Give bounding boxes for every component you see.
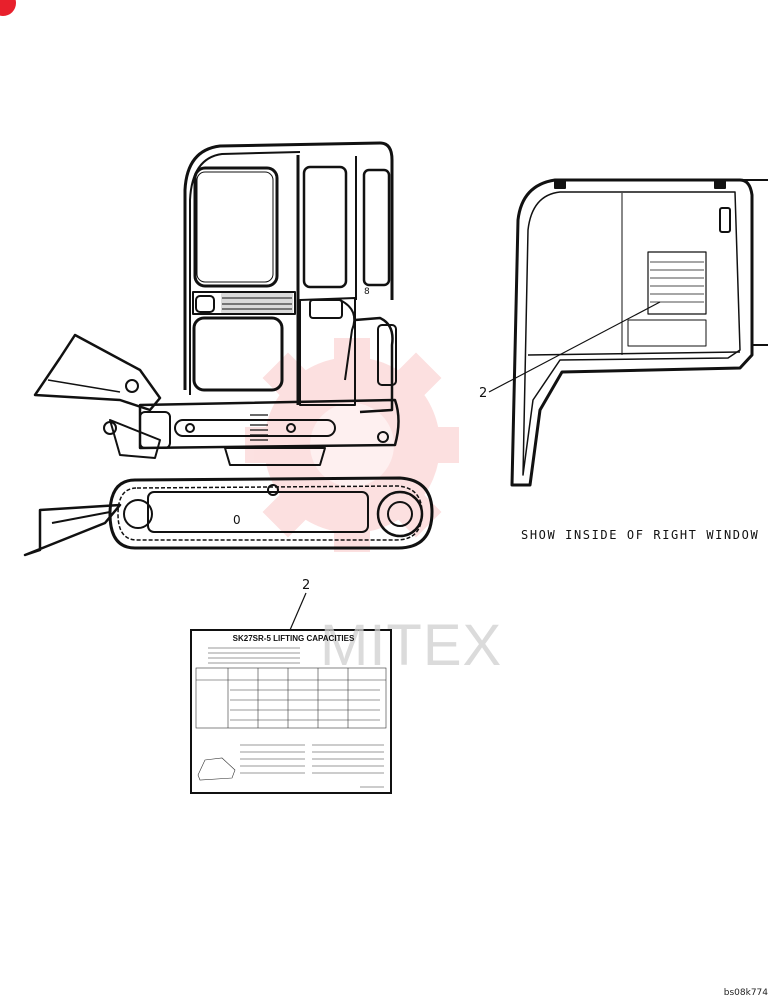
callout-number: 2 (479, 386, 488, 401)
svg-text:0: 0 (233, 513, 241, 527)
callout-number: 8 (364, 287, 370, 297)
cab-interior-view (488, 178, 768, 487)
excavator-side-view: 0 (23, 141, 434, 557)
decal-title: SK27SR-5 LIFTING CAPACITIES (232, 634, 355, 643)
lifting-capacity-decal (190, 592, 392, 794)
view-caption: SHOW INSIDE OF RIGHT WINDOW (521, 528, 760, 542)
drawing-code: bs08k774 (723, 988, 768, 998)
corner-badge (0, 0, 16, 16)
callout-number: 2 (302, 578, 311, 593)
watermark-text: MITEX (320, 613, 503, 678)
